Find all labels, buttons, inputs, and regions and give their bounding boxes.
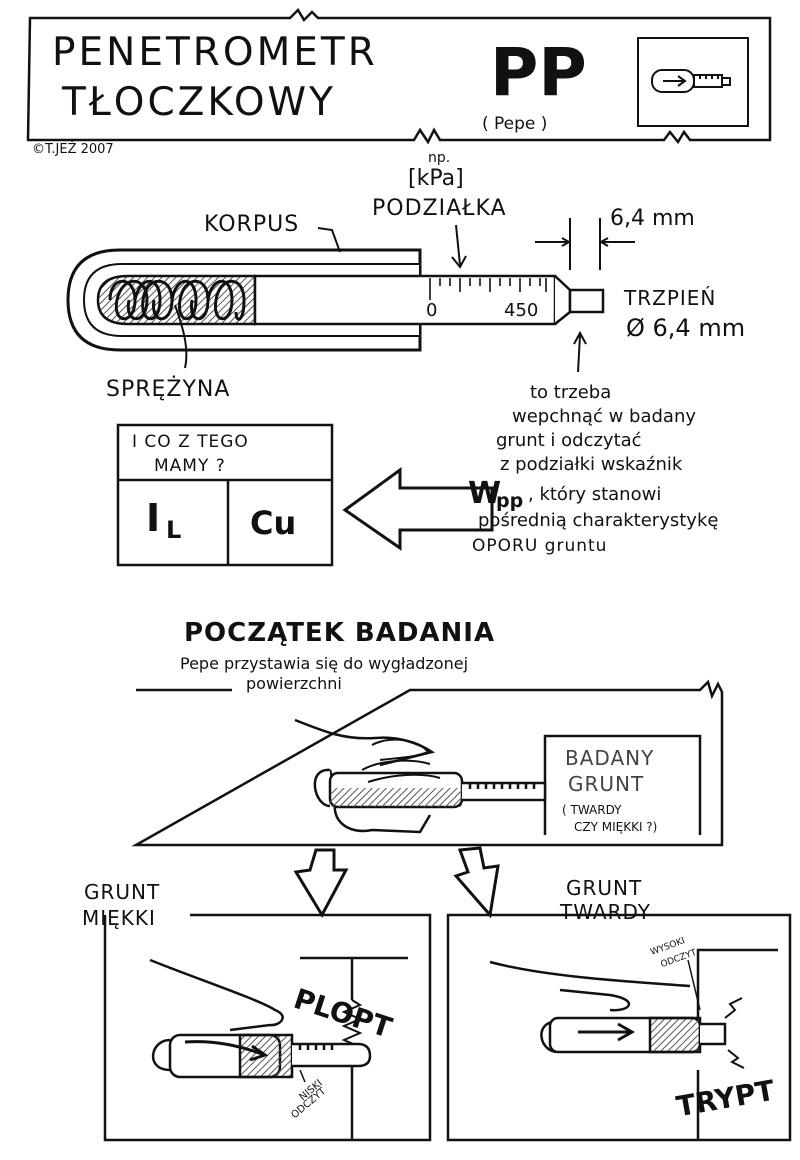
start-subtitle-line-2: powierzchni [246,674,342,693]
scale-min-label: 0 [426,300,438,321]
note-line: , który stanowi [528,484,662,505]
note-line: grunt i odczytać [496,430,642,451]
start-subtitle-line-1: Pepe przystawia się do wygładzonej [180,654,469,673]
scale-ticks [429,278,547,300]
soil-label-line-1: BADANY [565,746,655,770]
note-line: to trzeba [530,382,612,403]
soil-question-line-1: ( TWARDY [562,803,622,817]
body-label: KORPUS [204,212,300,237]
spring-label: SPRĘŻYNA [106,377,231,402]
pin-diameter: Ø 6,4 mm [626,314,746,342]
hollow-arrow-down-left [293,848,349,919]
scale-max-label: 450 [504,300,539,321]
note-line: wepchnąć w badany [512,406,696,427]
result-table [116,423,334,567]
copyright-note: ©T.JEŻ 2007 [32,142,114,157]
note-line: OPORU gruntu [472,536,608,556]
hard-label-line-1: GRUNT [566,876,643,900]
scale-label: PODZIAŁKA [372,196,507,221]
soft-label-line-2: MIĘKKI [82,906,156,930]
title-line-1: PENETROMETR [52,30,378,75]
table-question-line-2: MAMY ? [154,456,226,476]
diagram-leaders [174,218,635,373]
penetrometer-pictogram-icon [651,69,731,93]
title-line-2: TŁOCZKOWY [62,80,336,125]
start-heading: POCZĄTEK BADANIA [184,618,496,648]
soft-soil-panel [103,913,432,1142]
start-frame [131,679,724,847]
width-dimension: 6,4 mm [610,206,695,231]
table-cell-2: Cu [250,504,297,542]
unit-label: [kPa] [408,166,464,191]
hard-label-line-2: TWARDY [560,900,651,924]
table-question-line-1: I CO Z TEGO [132,432,249,452]
note-line: pośrednią charakterystykę [478,510,719,531]
note-line: z podziałki wskaźnik [500,454,683,475]
unit-note: np. [428,150,451,166]
title-abbreviation: PP [490,34,587,111]
index-symbol: W [468,476,502,511]
table-cell-1-sub: L [166,516,182,544]
hollow-arrow-left [342,467,494,551]
spring-coil [108,279,246,321]
index-subscript: pp [496,490,524,512]
soil-label-line-2: GRUNT [568,772,645,796]
pin-label: TRZPIEŃ [624,286,717,310]
hard-soil-panel [446,913,792,1142]
soil-question-line-2: CZY MIĘKKI ?) [574,820,658,834]
title-nickname: ( Pepe ) [482,114,548,134]
title-banner [26,7,772,145]
hollow-arrow-down-right [453,846,500,919]
soft-label-line-1: GRUNT [84,880,161,904]
table-cell-1-main: I [146,496,161,540]
